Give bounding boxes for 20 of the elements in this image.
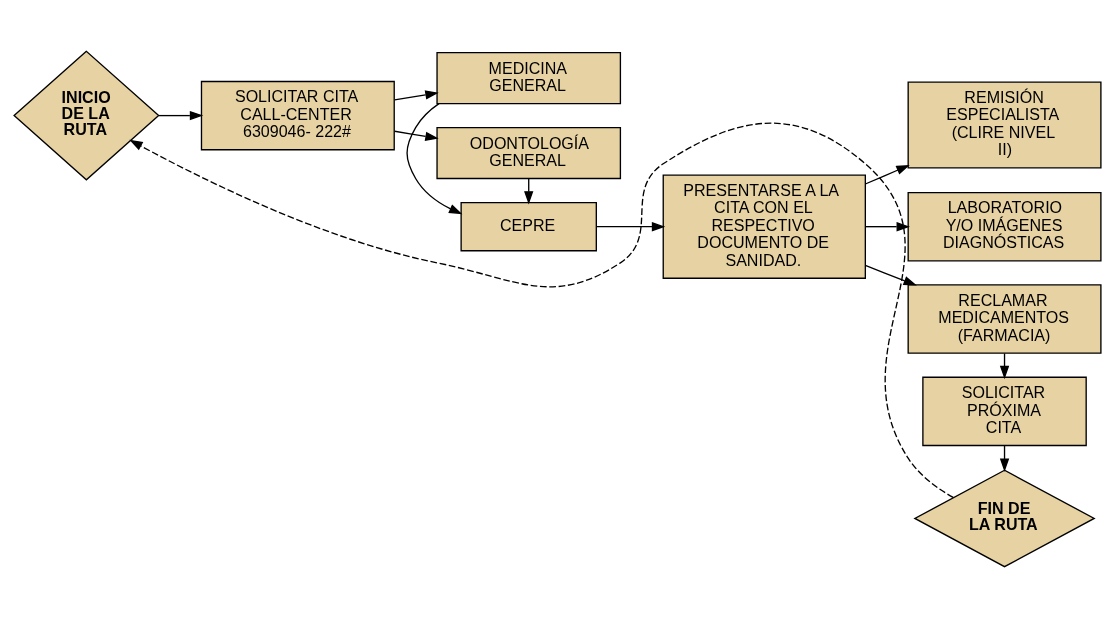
node-box: REMISIÓN ESPECIALISTA (CLIRE NIVEL II): [907, 80, 1102, 168]
arrow: [129, 122, 954, 498]
node-diamond: INICIO DE LA RUTA: [13, 49, 160, 181]
arrow: [406, 102, 463, 214]
node-box: PRESENTARSE A LA CITA CON EL RESPECTIVO DOCUMENTO DE SANIDAD.: [662, 174, 866, 279]
node-box: ODONTOLOGÍA GENERAL: [436, 126, 622, 179]
arrow: [596, 221, 666, 231]
node-box: LABORATORIO Y/O IMÁGENES DIAGNÓSTICAS: [907, 191, 1102, 261]
node-diamond: FIN DE LA RUTA: [913, 469, 1096, 567]
arrow: [393, 130, 439, 141]
node-box: RECLAMAR MEDICAMENTOS (FARMACIA): [907, 283, 1102, 354]
node-box: SOLICITAR CITA CALL-CENTER 6309046- 222#: [200, 80, 395, 150]
arrow: [864, 164, 910, 185]
arrow: [393, 89, 439, 101]
node-box: CEPRE: [460, 201, 597, 251]
arrow: [158, 110, 204, 120]
node-box: MEDICINA GENERAL: [436, 51, 622, 104]
arrow: [864, 221, 910, 231]
arrow: [864, 264, 917, 285]
node-box: SOLICITAR PRÓXIMA CITA: [922, 376, 1087, 446]
